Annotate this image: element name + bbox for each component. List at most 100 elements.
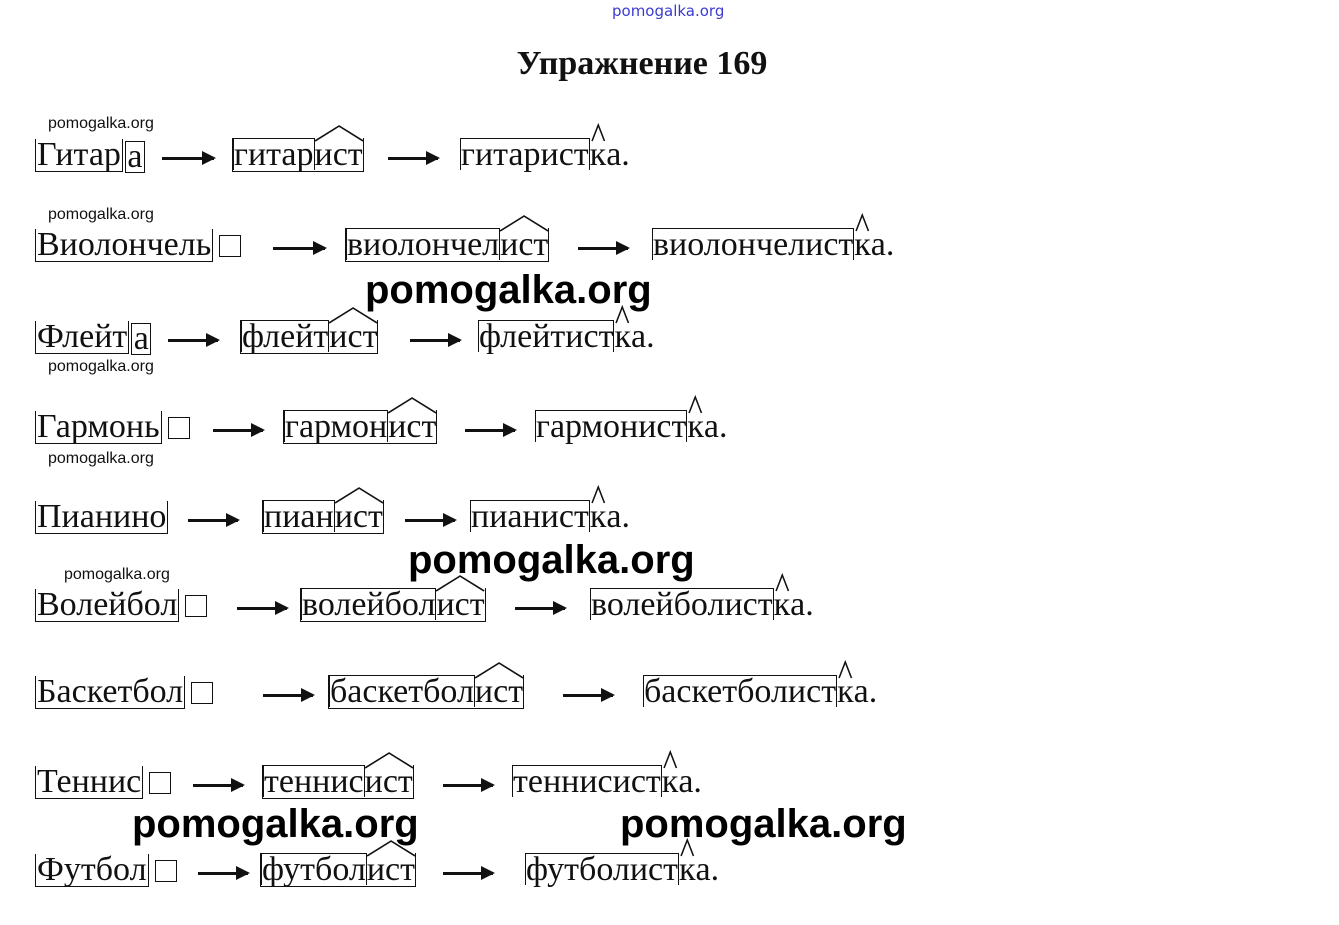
word-stem: флейтист	[240, 307, 379, 354]
suffix-text: к	[687, 408, 704, 445]
word-suffix: ист	[328, 307, 378, 354]
word-stem: волейболист	[300, 575, 486, 623]
word-ending: а.	[678, 763, 702, 800]
source-word: Футбол	[35, 852, 177, 888]
word-stem: гитарист	[232, 125, 364, 172]
word-base: футболист	[525, 851, 680, 888]
source-word: Волейбол	[35, 586, 208, 623]
suffix-text: к	[854, 226, 871, 263]
derived-word: пианист	[262, 487, 384, 535]
word-stem: гармонист	[283, 397, 438, 445]
suffix-arch-icon	[499, 215, 549, 232]
word-stem: Баскетбол	[35, 673, 186, 710]
word-suffix: ист	[474, 662, 524, 710]
suffix-arch-icon	[435, 575, 486, 592]
word-base: пианист	[470, 498, 590, 535]
word-suffix: ист	[334, 487, 384, 534]
word-suffix: ист	[313, 125, 364, 172]
word-suffix: ист	[435, 575, 486, 622]
suffix-arch-icon	[474, 662, 524, 679]
suffix-text: к	[679, 851, 696, 888]
null-ending-box	[167, 417, 190, 439]
watermark-top: pomogalka.org	[612, 2, 725, 20]
word-base: гитарист	[460, 136, 590, 173]
null-ending-box	[191, 682, 214, 704]
arrow-icon	[168, 333, 220, 347]
arrow-icon	[443, 866, 495, 880]
watermark-large: pomogalka.org	[620, 802, 907, 846]
arrow-icon	[465, 423, 517, 437]
suffix-caret-icon	[590, 122, 605, 142]
page-title: Упражнение 169	[516, 45, 768, 82]
suffix-caret-icon	[774, 572, 789, 592]
word-root: теннис	[263, 763, 365, 800]
derived-word: футболист	[260, 840, 417, 888]
arrow-icon	[410, 333, 462, 347]
word-suffix: к	[590, 122, 606, 172]
word-root: волейбол	[301, 586, 437, 623]
arrow-icon	[578, 241, 630, 255]
arrow-icon	[188, 513, 240, 527]
word-suffix: к	[662, 749, 678, 799]
suffix-text: к	[589, 498, 607, 535]
word-ending: а.	[695, 851, 720, 888]
ending-box: а	[131, 322, 152, 356]
suffix-arch-icon	[328, 307, 378, 324]
word-stem: виолончелист	[345, 215, 550, 262]
word-ending: а.	[703, 408, 728, 445]
derived-word: баскетболист	[328, 662, 525, 710]
source-word: Баскетбол	[35, 673, 214, 710]
word-ending: а.	[870, 226, 895, 263]
word-base: теннисист	[512, 763, 662, 800]
word-base: гармонист	[535, 408, 688, 445]
derived-word: волейболист	[300, 575, 486, 623]
word-stem: пианист	[262, 487, 384, 534]
suffix-arch-icon	[366, 840, 416, 857]
word-stem: футболист	[260, 840, 417, 887]
suffix-caret-icon	[680, 837, 695, 857]
word-root: гармон	[284, 408, 389, 445]
source-word: Виолончель	[35, 226, 242, 263]
arrow-icon	[388, 151, 440, 165]
watermark: pomogalka.org	[48, 206, 154, 223]
arrow-icon	[193, 778, 245, 792]
null-ending-box	[149, 772, 172, 794]
suffix-text: к	[773, 586, 791, 623]
arrow-icon	[273, 241, 327, 255]
suffix-text: ист	[474, 673, 524, 710]
word-suffix: ист	[499, 215, 549, 262]
word-ending: а.	[606, 136, 630, 173]
word-suffix: ист	[364, 752, 414, 799]
suffix-arch-icon	[364, 752, 414, 769]
word-stem: Виолончель	[35, 226, 214, 263]
word-ending: а.	[853, 673, 878, 710]
derived-word: гитарист	[232, 125, 364, 173]
word-suffix: ист	[366, 840, 416, 887]
suffix-text: ист	[388, 408, 437, 445]
suffix-arch-icon	[313, 125, 364, 142]
arrow-icon	[515, 601, 567, 615]
suffix-text: к	[614, 318, 631, 355]
word-suffix: к	[687, 394, 704, 445]
word-suffix: к	[614, 304, 631, 355]
watermark-large: pomogalka.org	[408, 538, 695, 582]
arrow-icon	[405, 513, 457, 527]
arrow-icon	[263, 688, 315, 702]
suffix-arch-icon	[387, 397, 437, 414]
word-suffix: к	[837, 659, 854, 709]
source-word: Гармонь	[35, 409, 190, 445]
word-stem: Теннис	[35, 763, 144, 800]
word-ending: а.	[630, 318, 655, 355]
word-root: баскетбол	[329, 673, 475, 710]
word-stem: Волейбол	[35, 586, 180, 623]
source-word: Пианино	[35, 499, 169, 535]
ending-box: а	[124, 140, 145, 174]
word-stem: теннисист	[262, 752, 414, 800]
